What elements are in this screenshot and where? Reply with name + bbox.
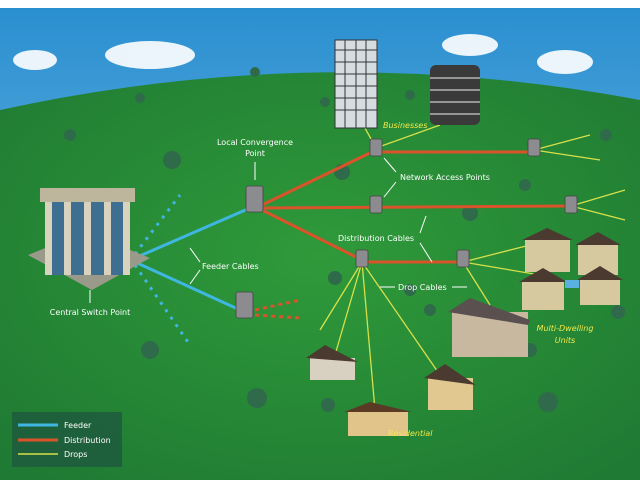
- legend: Feeder Distribution Drops: [12, 412, 122, 467]
- central-switch-building: [28, 188, 150, 290]
- distribution-cables: [254, 148, 572, 320]
- trees: [64, 67, 625, 412]
- office-tower: [334, 39, 378, 129]
- legend-label-feeder: Feeder: [64, 421, 92, 430]
- green-hill: [0, 72, 640, 480]
- label-central-switch-point: Central Switch Point: [50, 308, 131, 317]
- label-feeder-cables: Feeder Cables: [202, 262, 259, 271]
- office-building: [430, 65, 480, 125]
- label-network-access-points: Network Access Points: [400, 173, 490, 182]
- label-local-convergence-point: Point: [245, 149, 265, 158]
- annotation-arrows: [89, 157, 467, 303]
- residential-houses: [306, 345, 476, 436]
- label-distribution-cables: Distribution Cables: [338, 234, 414, 243]
- label-multi-dwelling-units: Units: [555, 336, 575, 345]
- feeder-cables: [133, 194, 251, 346]
- network-access-point-cabinets: [355, 138, 578, 268]
- local-convergence-point-cabinets: [235, 185, 264, 319]
- legend-label-drops: Drops: [64, 450, 87, 459]
- label-drop-cables: Drop Cables: [398, 283, 447, 292]
- label-businesses: Businesses: [383, 121, 427, 130]
- legend-label-distribution: Distribution: [64, 436, 111, 445]
- clouds: [13, 34, 593, 74]
- multi-dwelling-units: [448, 228, 623, 357]
- label-residential: Residential: [388, 429, 433, 438]
- label-local-convergence: Local Convergence: [217, 138, 293, 147]
- label-multi-dwelling: Multi-Dwelling: [537, 324, 594, 333]
